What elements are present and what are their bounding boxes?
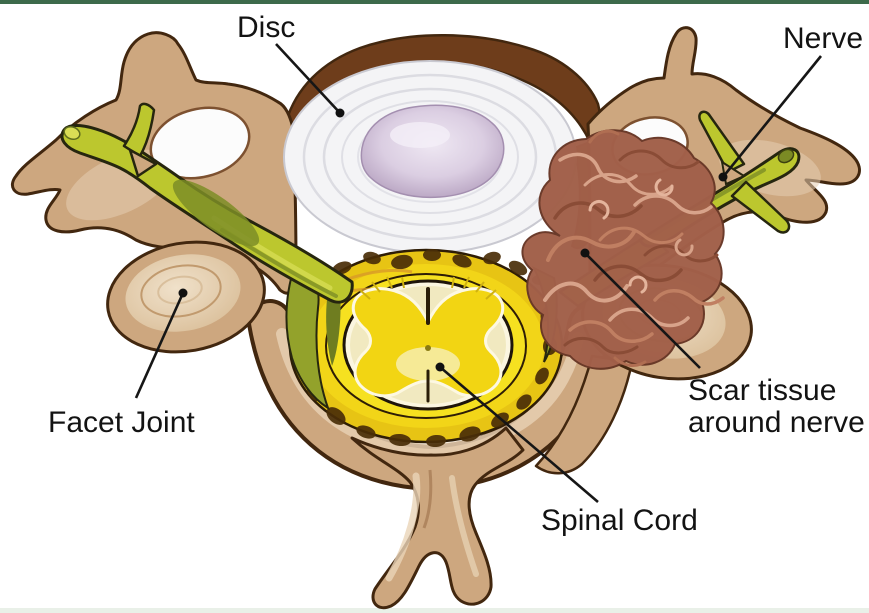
nerve-ganglion-bulge bbox=[172, 179, 260, 247]
label-nerve: Nerve bbox=[783, 22, 863, 55]
spinous-process bbox=[350, 426, 525, 610]
leader-dot-disc bbox=[335, 108, 345, 118]
annotation-labels: Disc Nerve Facet Joint Spinal Cord Scar … bbox=[48, 11, 865, 537]
nerve-branch-gap bbox=[128, 148, 158, 178]
annulus-ring bbox=[341, 100, 519, 214]
leader-dot-scar-tissue bbox=[580, 248, 590, 258]
left-nerve-root bbox=[60, 102, 413, 304]
nerve-cut-end bbox=[63, 125, 81, 141]
leader-line-spinal-cord bbox=[439, 366, 599, 503]
leader-line-nerve bbox=[721, 55, 823, 178]
leader-line-disc bbox=[275, 43, 341, 114]
scar-fibers bbox=[543, 129, 725, 367]
annulus-ring bbox=[322, 87, 538, 227]
scar-tissue-mass bbox=[521, 129, 725, 370]
nucleus-highlight bbox=[390, 122, 450, 148]
spinal-cord-shape bbox=[342, 276, 514, 411]
leader-dot-nerve bbox=[718, 172, 728, 182]
leader-dot-facet-joint bbox=[178, 288, 188, 298]
disc-shape bbox=[283, 60, 577, 254]
label-disc: Disc bbox=[237, 11, 295, 44]
annotation-leaders bbox=[134, 43, 823, 503]
left-foramen-hole bbox=[149, 106, 251, 180]
leader-dot-spinal-cord bbox=[435, 362, 445, 372]
central-canal bbox=[425, 345, 431, 351]
nerve-cut-end bbox=[777, 148, 795, 164]
label-facet-joint: Facet Joint bbox=[48, 406, 195, 439]
leader-line-facet-joint bbox=[134, 292, 185, 399]
right-lamina bbox=[534, 354, 634, 475]
label-scar-tissue-line2: around nerve bbox=[688, 406, 865, 439]
label-scar-tissue-line1: Scar tissue bbox=[688, 374, 836, 407]
label-spinal-cord: Spinal Cord bbox=[541, 504, 698, 537]
nucleus-pulposus bbox=[360, 104, 505, 199]
gray-matter-fringe bbox=[359, 276, 497, 300]
top-green-bar bbox=[0, 0, 869, 4]
leader-line-scar-tissue bbox=[584, 252, 701, 369]
bottom-green-bar bbox=[0, 608, 869, 613]
